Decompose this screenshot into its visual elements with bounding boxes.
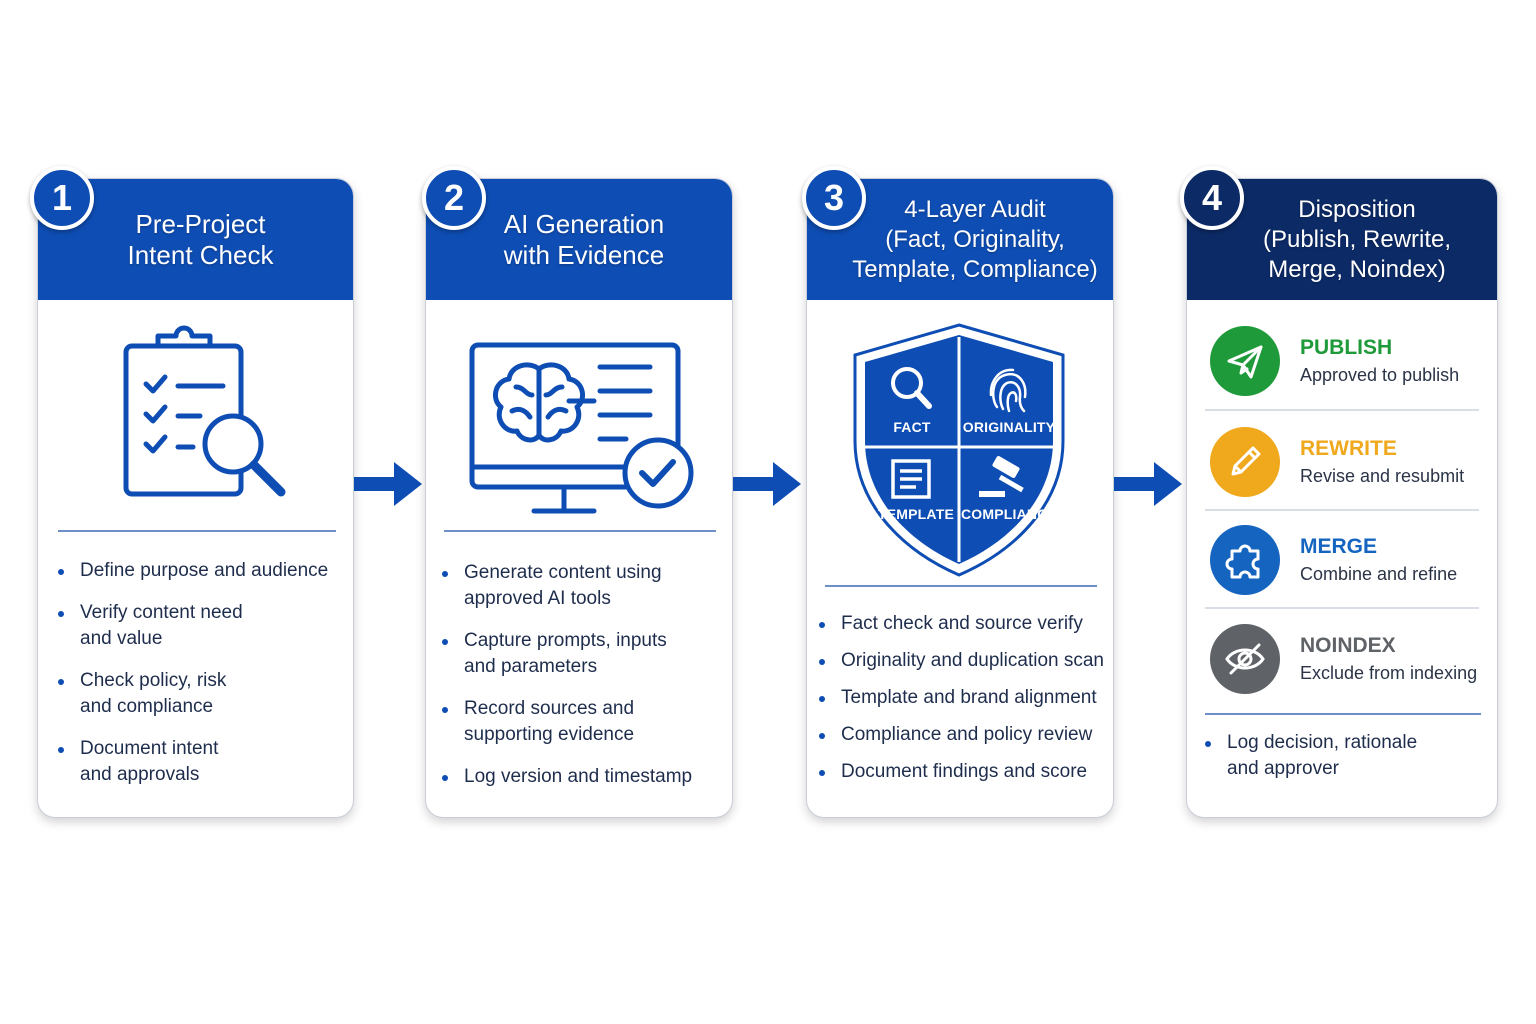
option-separator: [1205, 607, 1479, 609]
step-1-bullets: Define purpose and audience Verify conte…: [58, 558, 348, 788]
shield-label-fact: FACT: [893, 419, 931, 435]
paper-plane-icon: [1210, 326, 1280, 396]
option-merge: MERGE Combine and refine: [1205, 511, 1479, 609]
step-4-divider: [1205, 713, 1481, 715]
arrow-right-icon: [354, 462, 422, 506]
option-noindex-desc: Exclude from indexing: [1300, 663, 1478, 683]
option-noindex-title: NOINDEX: [1300, 634, 1396, 657]
step-3-badge: 3: [802, 166, 866, 230]
pencil-icon: [1210, 427, 1280, 497]
list-item: Document findings and score: [819, 759, 1111, 785]
step-4-header: Disposition (Publish, Rewrite, Merge, No…: [1187, 179, 1497, 300]
arrow-right-icon: [733, 462, 801, 506]
step-4-card: Disposition (Publish, Rewrite, Merge, No…: [1186, 178, 1498, 818]
option-publish-title: PUBLISH: [1300, 336, 1393, 359]
step-3-divider: [825, 585, 1097, 587]
ai-monitor-icon: [469, 342, 694, 514]
option-separator: [1205, 409, 1479, 411]
shield-icon: [853, 323, 1065, 577]
step-3-title: 4-Layer Audit (Fact, Originality, Templa…: [852, 195, 1098, 283]
step-2-title: AI Generation with Evidence: [503, 208, 665, 270]
step-2-card: AI Generation with Evidence Genera: [425, 178, 733, 818]
step-1-card: Pre-Project Intent Check Define purpose …: [37, 178, 354, 818]
step-3-bullets: Fact check and source verify Originality…: [819, 611, 1111, 785]
step-3-header: 4-Layer Audit (Fact, Originality, Templa…: [807, 179, 1113, 300]
option-merge-title: MERGE: [1300, 535, 1378, 558]
option-noindex: NOINDEX Exclude from indexing: [1205, 610, 1479, 708]
step-3-card: 4-Layer Audit (Fact, Originality, Templa…: [806, 178, 1114, 818]
arrow-right-icon: [1114, 462, 1182, 506]
step-4-title: Disposition (Publish, Rewrite, Merge, No…: [1262, 195, 1452, 283]
option-publish-desc: Approved to publish: [1300, 365, 1460, 385]
list-item: Define purpose and audience: [58, 558, 348, 584]
puzzle-icon: [1210, 525, 1280, 595]
step-1-divider: [58, 530, 336, 532]
step-1-title: Pre-Project Intent Check: [127, 208, 274, 270]
list-item: Fact check and source verify: [819, 611, 1111, 637]
step-2-divider: [444, 530, 716, 532]
list-item: Compliance and policy review: [819, 722, 1111, 748]
list-item: Template and brand alignment: [819, 685, 1111, 711]
option-publish: PUBLISH Approved to publish: [1205, 312, 1479, 410]
option-separator: [1205, 509, 1479, 511]
option-merge-desc: Combine and refine: [1300, 564, 1458, 584]
step-4-badge: 4: [1180, 166, 1244, 230]
eye-slash-icon: [1210, 624, 1280, 694]
list-item: Log version and timestamp: [442, 764, 727, 790]
option-rewrite: REWRITE Revise and resubmit: [1205, 413, 1479, 511]
shield-label-compliance: COMPLIANCE: [960, 506, 1058, 522]
option-rewrite-title: REWRITE: [1300, 437, 1397, 460]
step-2-badge: 2: [422, 166, 486, 230]
shield-label-template: TEMPLATE: [877, 506, 954, 522]
shield-label-originality: ORIGINALITY: [962, 419, 1056, 435]
list-item: Originality and duplication scan: [819, 648, 1111, 674]
option-rewrite-desc: Revise and resubmit: [1300, 466, 1465, 486]
step-1-badge: 1: [30, 166, 94, 230]
clipboard-search-icon: [123, 325, 286, 497]
